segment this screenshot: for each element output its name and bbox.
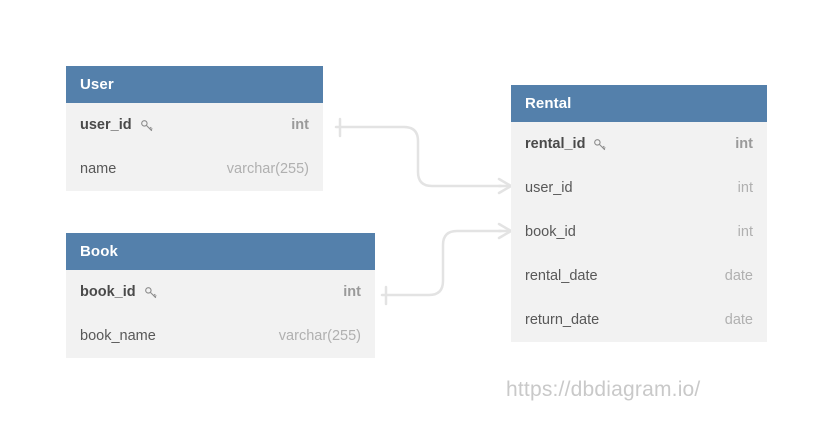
field-name: return_date	[525, 312, 600, 328]
field-type: int	[343, 284, 361, 300]
field-name-wrap: rental_date	[525, 268, 598, 284]
field-row[interactable]: book_id int	[511, 210, 767, 254]
field-name-wrap: return_date	[525, 312, 599, 328]
field-row[interactable]: book_id int	[66, 270, 375, 314]
field-row[interactable]: rental_date date	[511, 254, 767, 298]
field-name-wrap: book_name	[80, 328, 156, 344]
field-name: user_id	[525, 180, 573, 196]
cardinality-many-rental-book	[497, 222, 513, 240]
field-name: user_id	[80, 117, 132, 133]
field-name-wrap: user_id	[80, 117, 154, 133]
field-name: name	[80, 161, 117, 177]
field-type: varchar(255)	[278, 328, 361, 344]
relationship-book-rental	[380, 222, 513, 306]
table-body-user: user_id int name varchar(255)	[66, 103, 323, 191]
cardinality-many-rental-user	[497, 177, 513, 195]
key-icon	[144, 286, 158, 300]
field-type: int	[735, 136, 753, 152]
table-user[interactable]: User user_id int name varchar(255)	[66, 66, 323, 191]
dbdiagram-watermark: https://dbdiagram.io/	[506, 378, 701, 401]
table-book[interactable]: Book book_id int book_name varchar(255)	[66, 233, 375, 358]
field-name: rental_id	[525, 136, 586, 152]
table-body-book: book_id int book_name varchar(255)	[66, 270, 375, 358]
table-title: User	[80, 76, 114, 93]
field-name-wrap: rental_id	[525, 136, 607, 152]
field-type: date	[724, 268, 753, 284]
field-type: int	[737, 180, 753, 196]
field-type: varchar(255)	[226, 161, 309, 177]
table-title: Book	[80, 243, 118, 260]
field-type: date	[724, 312, 753, 328]
table-title: Rental	[525, 95, 572, 112]
field-type: int	[737, 224, 753, 240]
key-icon	[593, 138, 607, 152]
field-row[interactable]: book_name varchar(255)	[66, 314, 375, 358]
field-name-wrap: book_id	[525, 224, 576, 240]
field-row[interactable]: return_date date	[511, 298, 767, 342]
table-header-book[interactable]: Book	[66, 233, 375, 270]
relationship-user-rental	[334, 117, 513, 195]
field-row[interactable]: user_id int	[66, 103, 323, 147]
field-name: book_id	[80, 284, 136, 300]
field-row[interactable]: user_id int	[511, 166, 767, 210]
table-header-rental[interactable]: Rental	[511, 85, 767, 122]
field-name-wrap: user_id	[525, 180, 573, 196]
field-name: rental_date	[525, 268, 598, 284]
field-row[interactable]: rental_id int	[511, 122, 767, 166]
field-row[interactable]: name varchar(255)	[66, 147, 323, 191]
table-header-user[interactable]: User	[66, 66, 323, 103]
field-name-wrap: book_id	[80, 284, 158, 300]
key-icon	[140, 119, 154, 133]
field-name-wrap: name	[80, 161, 116, 177]
field-name: book_name	[80, 328, 156, 344]
field-name: book_id	[525, 224, 576, 240]
field-type: int	[291, 117, 309, 133]
